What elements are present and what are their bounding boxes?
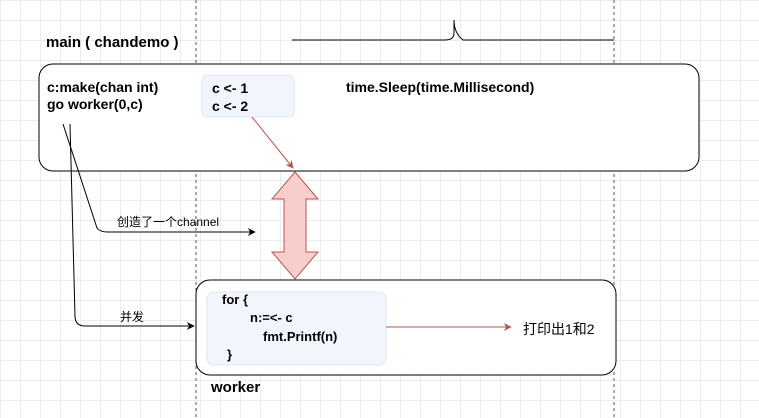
send-box xyxy=(201,74,295,118)
printf-code: fmt.Printf(n) xyxy=(263,329,338,344)
for-loop-close: } xyxy=(227,347,233,362)
main-title: main ( chandemo ) xyxy=(46,34,179,51)
receive-code: n:=<- c xyxy=(250,310,293,325)
for-loop-open: for { xyxy=(222,292,248,307)
make-chan-code: c:make(chan int) xyxy=(47,79,159,95)
go-worker-code: go worker(0,c) xyxy=(47,96,143,112)
sleep-code: time.Sleep(time.Millisecond) xyxy=(346,79,535,95)
send-one-code: c <- 1 xyxy=(212,80,249,96)
concurrent-arrow xyxy=(69,123,195,330)
send-arrow xyxy=(251,116,294,169)
create-channel-label: 创造了一个channel xyxy=(117,215,220,229)
concurrent-label: 并发 xyxy=(120,310,145,324)
create-channel-arrow xyxy=(62,123,256,236)
channel-double-arrow xyxy=(270,171,320,280)
worker-title: worker xyxy=(211,379,261,396)
timeline-brace xyxy=(292,19,614,41)
output-label: 打印出1和2 xyxy=(523,321,595,337)
worker-code-box xyxy=(206,291,387,366)
send-two-code: c <- 2 xyxy=(212,98,249,114)
